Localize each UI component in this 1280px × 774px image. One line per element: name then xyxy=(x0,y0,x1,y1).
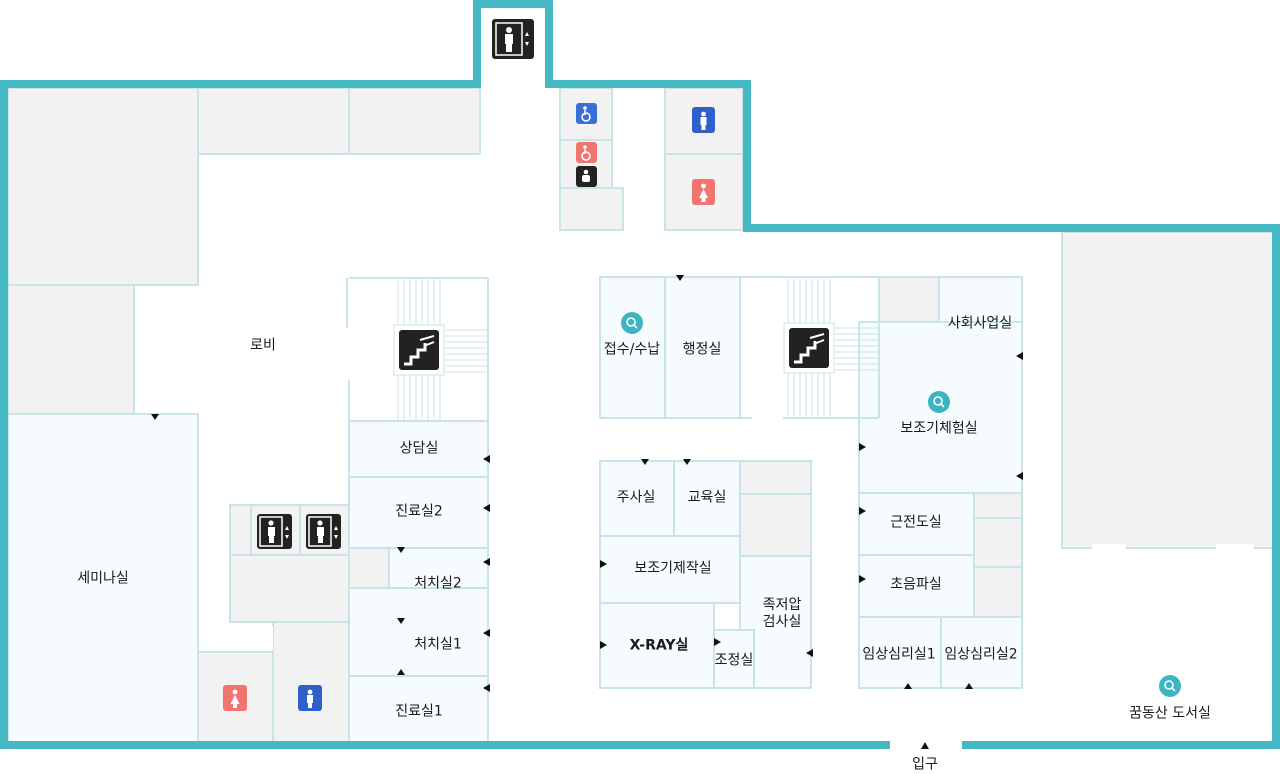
baby-changing-icon xyxy=(576,166,597,187)
door-arrow-icon xyxy=(714,638,721,646)
elevator-icon xyxy=(306,514,341,549)
door-arrow-icon xyxy=(806,649,813,657)
door-arrow-icon xyxy=(859,575,866,583)
male-restroom-icon xyxy=(298,685,322,711)
rooms xyxy=(7,276,1023,743)
door-arrow-icon xyxy=(397,547,405,553)
room-education[interactable]: 교육실 xyxy=(687,489,727,506)
door-arrow-icon xyxy=(859,443,866,451)
door-arrow-icon xyxy=(483,504,490,512)
door-arrow-icon xyxy=(859,507,866,515)
stairs-icon xyxy=(783,322,835,374)
door-arrow-icon xyxy=(921,742,929,749)
elevator-icon xyxy=(257,514,292,549)
search-icon xyxy=(621,312,643,334)
female-restroom-icon xyxy=(223,685,247,711)
elevator-icon xyxy=(492,19,534,59)
door-gaps xyxy=(209,414,1254,650)
room-psychology-1[interactable]: 임상심리실1 xyxy=(862,646,936,663)
room-injection[interactable]: 주사실 xyxy=(616,489,656,506)
room-psychology-2[interactable]: 임상심리실2 xyxy=(944,646,1018,663)
room-treatment-1[interactable]: 처치실1 xyxy=(414,636,462,653)
room-treatment-2[interactable]: 처치실2 xyxy=(414,575,462,592)
room-reception[interactable]: 접수/수납 xyxy=(603,341,661,358)
room-counseling[interactable]: 상담실 xyxy=(399,440,439,457)
room-assistive-fabrication[interactable]: 보조기제작실 xyxy=(634,560,712,577)
door-arrow-icon xyxy=(600,641,607,649)
door-arrow-icon xyxy=(483,455,490,463)
room-exam-1[interactable]: 진료실1 xyxy=(395,703,443,720)
stairs-icon xyxy=(393,324,445,376)
accessible-restroom-icon xyxy=(576,103,597,124)
door-arrow-icon xyxy=(397,618,405,624)
door-arrow-icon xyxy=(1016,472,1023,480)
room-assistive-experience[interactable]: 보조기체험실 xyxy=(900,420,978,437)
door-arrow-icon xyxy=(483,629,490,637)
search-icon xyxy=(1159,675,1181,697)
room-foot-pressure[interactable]: 족저압 검사실 xyxy=(762,597,802,630)
door-arrow-icon xyxy=(676,275,684,281)
door-arrow-icon xyxy=(641,459,649,465)
door-arrow-icon xyxy=(600,560,607,568)
door-arrow-icon xyxy=(904,683,912,689)
room-seminar[interactable]: 세미나실 xyxy=(77,570,129,587)
room-social-work[interactable]: 사회사업실 xyxy=(947,315,1013,332)
door-arrow-icon xyxy=(683,459,691,465)
entrance-label[interactable]: 입구 xyxy=(912,756,938,773)
door-arrow-icon xyxy=(151,414,159,420)
door-arrow-icon xyxy=(483,684,490,692)
service-areas xyxy=(7,87,1275,743)
room-admin[interactable]: 행정실 xyxy=(682,341,722,358)
male-restroom-icon xyxy=(692,107,715,133)
room-emg[interactable]: 근전도실 xyxy=(890,514,942,531)
door-arrow-icon xyxy=(397,669,405,675)
door-arrow-icon xyxy=(1016,352,1023,360)
door-arrow-icon xyxy=(483,558,490,566)
accessible-restroom-icon xyxy=(576,142,597,163)
outer-wall xyxy=(0,0,1280,749)
room-ultrasound[interactable]: 초음파실 xyxy=(890,576,942,593)
search-icon xyxy=(928,391,950,413)
interior-walls xyxy=(197,139,1023,688)
room-control[interactable]: 조정실 xyxy=(714,652,754,669)
room-xray[interactable]: X-RAY실 xyxy=(629,637,689,654)
door-arrow-icon xyxy=(965,683,973,689)
door-arrow-icons xyxy=(151,275,1023,749)
room-lobby[interactable]: 로비 xyxy=(250,337,276,354)
room-library[interactable]: 꿈동산 도서실 xyxy=(1129,705,1211,722)
female-restroom-icon xyxy=(692,179,715,205)
room-exam-2[interactable]: 진료실2 xyxy=(395,503,443,520)
